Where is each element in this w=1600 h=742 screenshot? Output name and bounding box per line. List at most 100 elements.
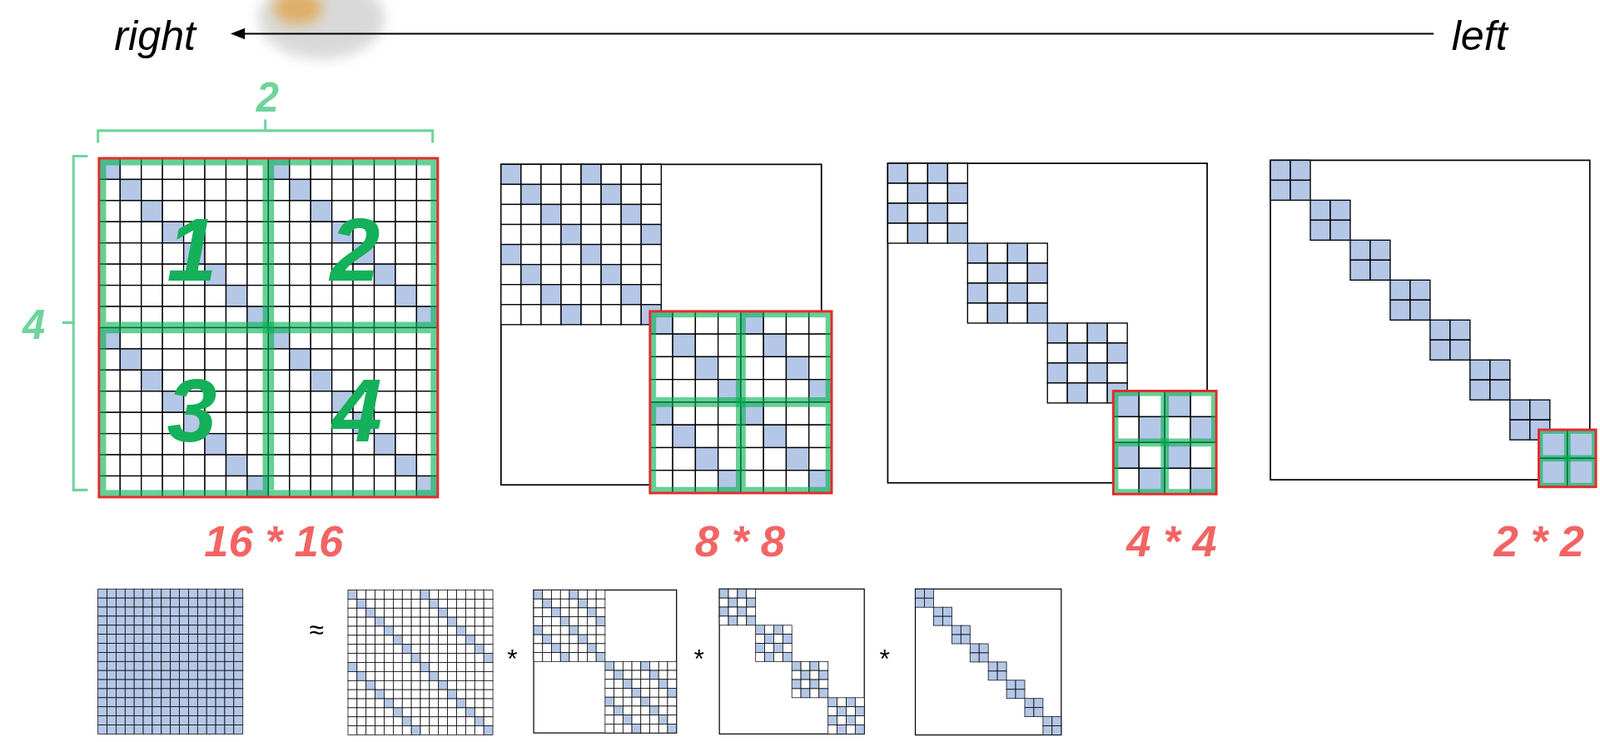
matrix-cell — [854, 706, 865, 716]
matrix-cell — [501, 304, 522, 325]
matrix-cell — [746, 616, 756, 626]
matrix-cell — [924, 597, 934, 607]
matrix-cell — [927, 223, 948, 244]
matrix-cell — [533, 643, 543, 653]
matrix-cell — [521, 163, 542, 184]
matrix-cell — [887, 163, 908, 184]
matrix-cell — [134, 660, 144, 671]
matrix-cell — [124, 634, 135, 644]
matrix-cell — [233, 597, 244, 607]
matrix-cell — [161, 688, 171, 698]
matrix-cell — [658, 679, 668, 689]
matrix-cell — [206, 706, 216, 716]
matrix-cell — [347, 626, 358, 636]
matrix-cell — [640, 670, 651, 680]
matrix-cell — [596, 616, 606, 627]
matrix-cell — [695, 424, 718, 448]
matrix-cell — [124, 697, 135, 707]
matrix-cell — [197, 706, 207, 716]
matrix-block — [1350, 239, 1391, 280]
matrix-block — [755, 625, 793, 662]
matrix-cell — [215, 706, 225, 716]
matrix-cell — [402, 598, 412, 608]
matrix-cell — [483, 680, 493, 690]
matrix-cell — [765, 625, 775, 635]
matrix-cell — [854, 715, 865, 726]
matrix-cell — [474, 644, 484, 654]
matrix-cell — [1350, 239, 1371, 260]
matrix-cell — [447, 662, 458, 672]
matrix-cell — [134, 597, 144, 607]
matrix-cell — [119, 391, 141, 413]
matrix-cell — [622, 687, 632, 697]
matrix-cell — [357, 680, 367, 690]
matrix-cell — [560, 652, 570, 662]
matrix-cell — [134, 625, 144, 635]
matrix-cell — [447, 644, 458, 654]
matrix-cell — [1033, 707, 1044, 717]
matrix-cell — [402, 626, 412, 636]
matrix-cell — [622, 670, 632, 680]
matrix-cell — [226, 221, 248, 243]
matrix-cell — [420, 680, 430, 690]
matrix-cell — [987, 303, 1008, 323]
matrix-cell — [447, 653, 458, 663]
matrix-cell — [289, 433, 311, 455]
matrix-cell — [474, 607, 484, 617]
matrix-cell — [402, 680, 412, 690]
matrix-cell — [631, 660, 641, 671]
matrix-cell — [384, 707, 394, 717]
matrix-cell — [119, 263, 141, 285]
matrix-cell — [395, 391, 417, 413]
matrix-cell — [667, 696, 677, 706]
matrix-cell — [289, 391, 311, 413]
matrix-cell — [224, 616, 234, 626]
matrix-cell — [474, 635, 484, 645]
matrix-cell — [521, 284, 542, 305]
matrix-cell — [828, 706, 838, 716]
matrix-cell — [791, 679, 801, 689]
matrix-cell — [650, 705, 660, 716]
matrix-cell — [107, 670, 117, 680]
matrix-cell — [640, 687, 651, 697]
matrix-cell — [561, 203, 582, 224]
matrix-cell — [809, 670, 820, 680]
matrix-cell — [420, 662, 430, 672]
matrix-cell — [474, 689, 484, 699]
matrix-cell — [310, 348, 332, 370]
matrix-cell — [226, 263, 248, 285]
matrix-cell — [845, 724, 855, 734]
green-split — [1118, 437, 1212, 447]
matrix-cell — [124, 706, 135, 716]
matrix-cell — [640, 224, 661, 245]
matrix-cell — [483, 644, 493, 654]
matrix-cell — [719, 616, 729, 626]
matrix-cell — [561, 264, 582, 285]
matrix-cell — [384, 689, 394, 699]
matrix-cell — [887, 203, 908, 224]
matrix-cell — [533, 616, 543, 627]
matrix-cell — [614, 705, 624, 716]
matrix-cell — [907, 203, 928, 224]
matrix-cell — [542, 625, 552, 635]
matrix-cell — [384, 616, 394, 627]
matrix-cell — [483, 662, 493, 672]
matrix-cell — [170, 697, 180, 707]
matrix-cell — [474, 698, 484, 708]
matrix-cell — [366, 589, 376, 599]
matrix-cell — [755, 625, 766, 635]
matrix-cell — [152, 588, 162, 598]
matrix-cell — [179, 606, 189, 617]
matrix-cell — [667, 679, 677, 689]
matrix-cell — [650, 679, 660, 689]
matrix-cell — [374, 454, 396, 476]
matrix-cell — [420, 716, 430, 726]
matrix-cell — [206, 643, 216, 653]
matrix-cell — [411, 635, 421, 645]
matrix-cell — [569, 598, 579, 608]
matrix-cell — [429, 635, 439, 645]
matrix-cell — [402, 707, 412, 717]
matrix-cell — [1047, 342, 1068, 363]
matrix-cell — [224, 688, 234, 698]
matrix-cell — [1567, 457, 1596, 487]
